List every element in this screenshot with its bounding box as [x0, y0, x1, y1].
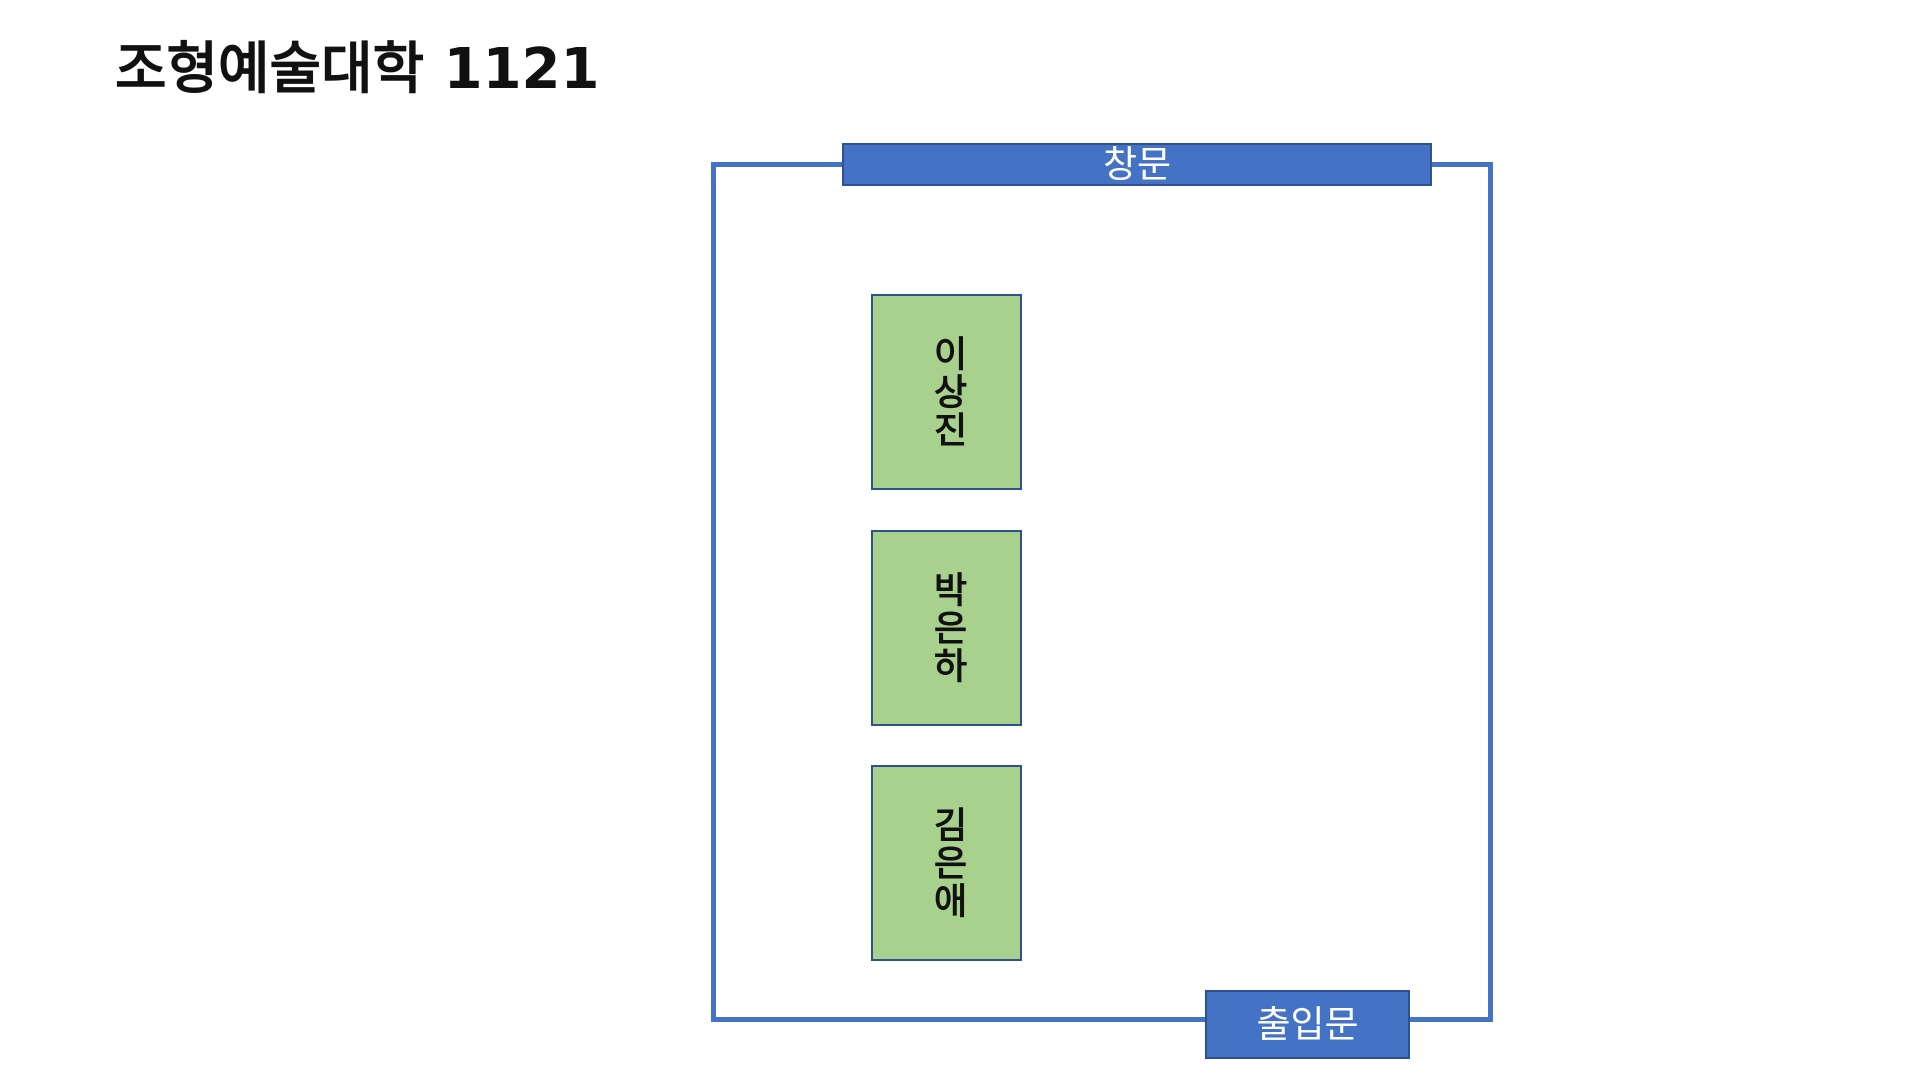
door-label: 출입문 — [1205, 990, 1410, 1059]
page-title: 조형예술대학 1121 — [115, 37, 600, 102]
seat-box: 박은하 — [871, 530, 1022, 726]
seat-name: 이상진 — [926, 335, 968, 449]
seat-name: 김은애 — [926, 806, 968, 920]
seat-box: 이상진 — [871, 294, 1022, 490]
seat-box: 김은애 — [871, 765, 1022, 961]
window-label: 창문 — [842, 143, 1432, 186]
seat-name: 박은하 — [926, 571, 968, 685]
classroom-outline — [711, 162, 1493, 1022]
